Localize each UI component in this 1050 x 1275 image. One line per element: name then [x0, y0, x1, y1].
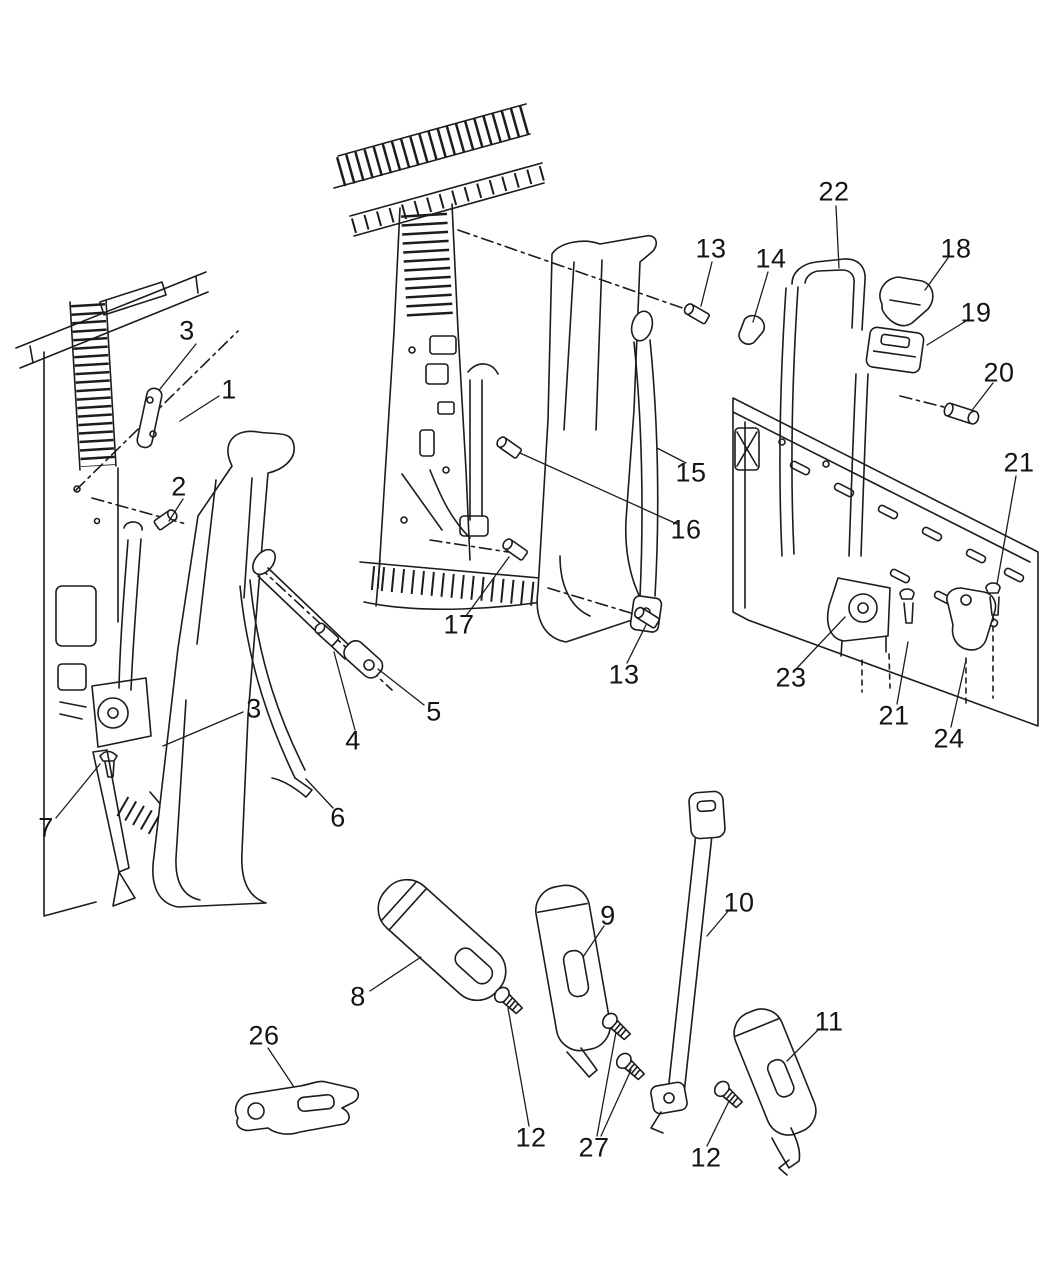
stud-21-left: [899, 588, 915, 624]
part-callout-2: 2: [171, 471, 187, 502]
screw-12-right: [713, 1080, 743, 1109]
part-callout-17: 17: [443, 609, 475, 640]
belt-guide-18: [879, 276, 934, 327]
bracket-1: [136, 387, 163, 449]
part-callout-26: 26: [248, 1020, 280, 1051]
part-callout-12-right: 12: [690, 1142, 722, 1173]
part-callout-15: 15: [675, 457, 707, 488]
bolt-13-upper: [683, 303, 710, 325]
part-callout-18: 18: [940, 233, 972, 264]
middle-cab-structure: [333, 103, 567, 611]
bolt-13-lower: [633, 606, 661, 629]
rear-seat-belt-assembly: [779, 258, 1001, 705]
part-callout-19: 19: [960, 297, 992, 328]
part-callout-3-upper: 3: [179, 315, 195, 346]
part-callout-6: 6: [330, 802, 346, 833]
buckle-8: [377, 878, 507, 1002]
leader-lines: [55, 205, 1017, 1147]
stud-21-right: [985, 582, 1001, 616]
left-b-pillar-trim: [152, 430, 295, 908]
anchor-24: [946, 587, 997, 651]
part-callout-23: 23: [775, 662, 807, 693]
part-callout-1: 1: [221, 374, 237, 405]
part-callout-5: 5: [426, 696, 442, 727]
mounting-screws: [493, 986, 743, 1109]
left-cab-structure: [15, 271, 209, 917]
bolt-20: [943, 402, 980, 425]
part-callout-10: 10: [723, 887, 755, 918]
bolt-17: [502, 538, 529, 561]
part-callout-27: 27: [578, 1132, 610, 1163]
buckle-9: [535, 884, 611, 1078]
cap-14: [738, 314, 766, 345]
part-callout-21-right: 21: [1003, 447, 1035, 478]
screw-12-left: [493, 986, 523, 1015]
bolt-4: [314, 622, 340, 647]
belt-10: [650, 790, 726, 1134]
part-callout-24: 24: [933, 723, 965, 754]
screw-27-a: [601, 1012, 631, 1041]
part-callout-14: 14: [755, 243, 787, 274]
part-callout-13-upper: 13: [695, 233, 727, 264]
part-callout-16: 16: [670, 514, 702, 545]
part-callout-20: 20: [983, 357, 1015, 388]
part-callout-4: 4: [345, 725, 361, 756]
adjuster-19: [865, 326, 925, 374]
part-callout-9: 9: [600, 900, 616, 931]
part-callout-7: 7: [38, 812, 54, 843]
buckle-11: [733, 1008, 817, 1176]
part-callout-8: 8: [350, 981, 366, 1012]
screw-27-b: [615, 1052, 645, 1081]
part-callout-3-lower: 3: [246, 693, 262, 724]
part-callout-22: 22: [818, 176, 850, 207]
part-callout-12-left: 12: [515, 1122, 547, 1153]
part-callout-21-lower: 21: [878, 700, 910, 731]
middle-b-pillar-trim: [536, 234, 658, 643]
part-callout-13-lower: 13: [608, 659, 640, 690]
part-callout-11: 11: [814, 1006, 844, 1037]
bolt-16: [496, 436, 523, 459]
anchor-plate-26: [234, 1080, 360, 1135]
